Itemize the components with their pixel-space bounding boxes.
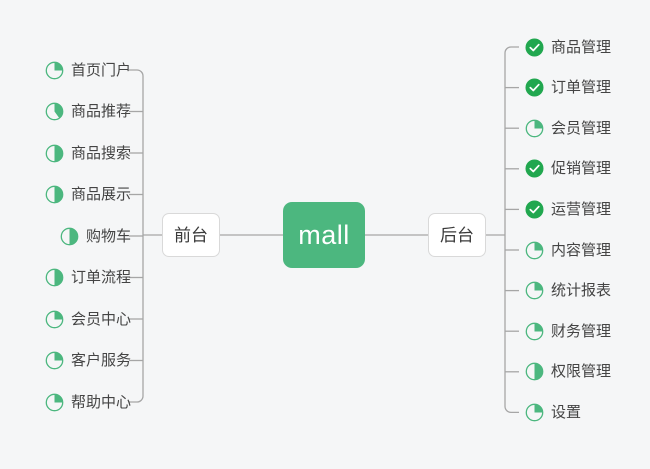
leaf-item[interactable]: 设置	[525, 400, 581, 424]
leaf-item-label: 首页门户	[70, 61, 131, 79]
leaf-item[interactable]: 财务管理	[525, 319, 611, 343]
progress-pie-icon	[525, 281, 544, 300]
leaf-item-label: 订单管理	[551, 79, 612, 97]
leaf-item[interactable]: 运营管理	[525, 197, 611, 221]
leaf-item[interactable]: 商品推荐	[45, 100, 131, 124]
leaf-item-label: 权限管理	[551, 363, 612, 381]
leaf-item[interactable]: 帮助中心	[45, 390, 131, 414]
leaf-item-label: 客户服务	[70, 352, 131, 369]
root-node-mall[interactable]: mall	[283, 202, 365, 268]
progress-pie-icon	[45, 144, 64, 163]
progress-pie-icon	[525, 322, 544, 341]
leaf-item-label: 订单流程	[70, 269, 131, 286]
progress-pie-icon	[45, 102, 64, 121]
progress-pie-icon	[45, 61, 64, 80]
leaf-item[interactable]: 购物车	[60, 224, 131, 248]
branch-node-frontend-label: 前台	[174, 225, 208, 245]
branch-node-frontend[interactable]: 前台	[162, 213, 220, 257]
leaf-item-label: 设置	[551, 403, 582, 421]
leaf-item[interactable]: 首页门户	[45, 58, 131, 82]
leaf-item[interactable]: 客户服务	[45, 349, 131, 373]
progress-pie-icon	[45, 185, 64, 204]
progress-pie-icon	[525, 362, 544, 381]
branch-node-backend-label: 后台	[440, 225, 474, 245]
leaf-item[interactable]: 商品管理	[525, 35, 611, 59]
leaf-item-label: 内容管理	[551, 241, 612, 259]
progress-pie-icon	[45, 351, 64, 370]
progress-pie-icon	[45, 268, 64, 287]
leaf-item-label: 商品搜索	[70, 144, 131, 162]
leaf-item[interactable]: 会员管理	[525, 116, 611, 140]
progress-pie-icon	[525, 241, 544, 260]
leaf-item[interactable]: 商品搜索	[45, 141, 131, 165]
check-circle-icon	[525, 159, 544, 178]
leaf-item[interactable]: 权限管理	[525, 360, 611, 384]
progress-pie-icon	[60, 227, 79, 246]
connector-line	[504, 46, 519, 414]
leaf-item[interactable]: 订单流程	[45, 266, 131, 290]
progress-pie-icon	[525, 403, 544, 422]
leaf-item[interactable]: 统计报表	[525, 279, 611, 303]
progress-pie-icon	[525, 119, 544, 138]
leaf-item-label: 统计报表	[551, 282, 612, 300]
leaf-item-label: 商品展示	[70, 186, 131, 203]
leaf-item-label: 购物车	[85, 227, 131, 245]
branch-node-backend[interactable]: 后台	[428, 213, 486, 257]
leaf-item-label: 运营管理	[551, 200, 612, 218]
leaf-item[interactable]: 内容管理	[525, 238, 611, 262]
leaf-item-label: 财务管理	[551, 322, 612, 340]
leaf-item-label: 商品推荐	[70, 103, 131, 120]
leaf-item-label: 会员中心	[70, 310, 131, 328]
root-node-label: mall	[298, 219, 350, 250]
leaf-item[interactable]: 会员中心	[45, 307, 131, 331]
check-circle-icon	[525, 200, 544, 219]
progress-pie-icon	[45, 393, 64, 412]
leaf-item-label: 促销管理	[551, 160, 612, 178]
check-circle-icon	[525, 38, 544, 57]
leaf-item-label: 帮助中心	[70, 393, 131, 411]
leaf-item[interactable]: 促销管理	[525, 157, 611, 181]
leaf-item-label: 会员管理	[551, 119, 612, 137]
leaf-item[interactable]: 订单管理	[525, 76, 611, 100]
progress-pie-icon	[45, 310, 64, 329]
leaf-item-label: 商品管理	[551, 38, 612, 56]
connector-line	[129, 69, 144, 403]
check-circle-icon	[525, 78, 544, 97]
leaf-item[interactable]: 商品展示	[45, 183, 131, 207]
